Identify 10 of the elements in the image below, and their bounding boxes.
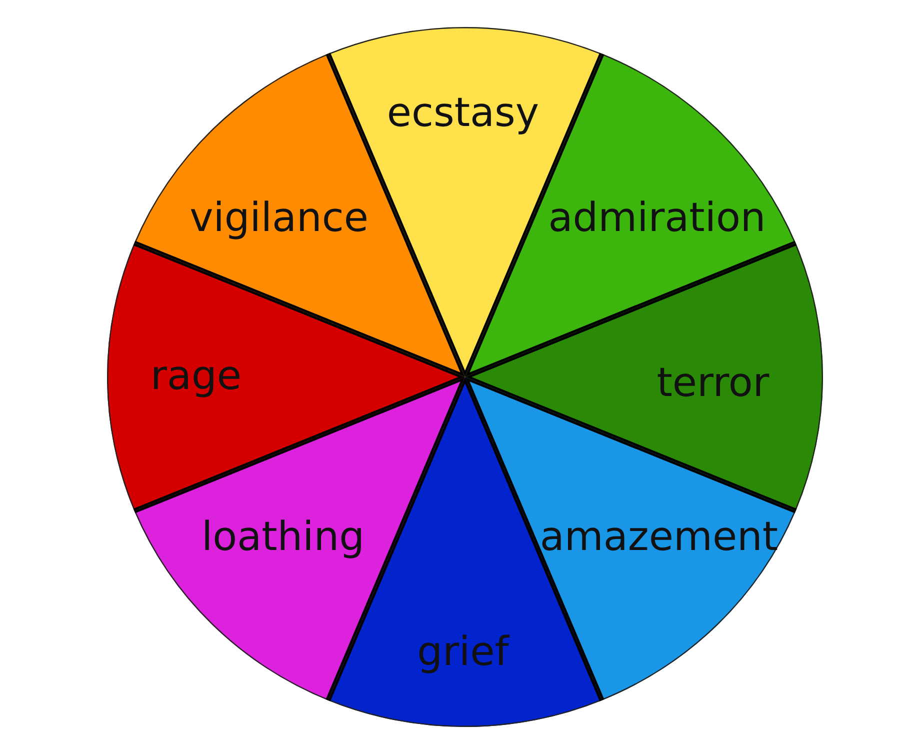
emotion-label: rage — [150, 353, 242, 399]
emotion-label: admiration — [548, 195, 766, 241]
wheel-segment — [465, 243, 822, 511]
emotion-label: loathing — [202, 514, 364, 560]
emotion-label: vigilance — [190, 195, 368, 241]
emotion-label: terror — [656, 360, 770, 406]
emotion-label: ecstasy — [386, 90, 540, 136]
emotion-label: amazement — [540, 514, 778, 560]
wheel-segment — [108, 243, 465, 511]
emotion-label: grief — [417, 629, 509, 675]
